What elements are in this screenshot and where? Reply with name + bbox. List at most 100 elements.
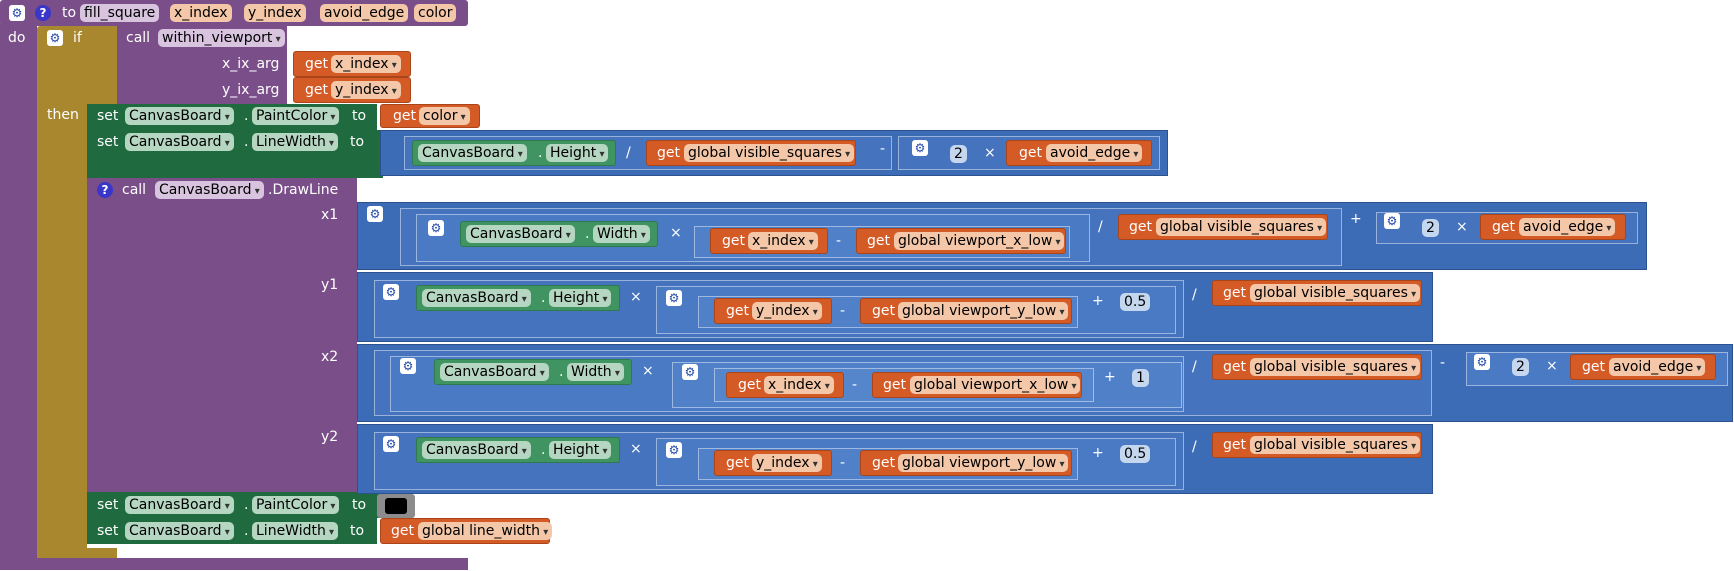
component-dropdown[interactable]: CanvasBoard (466, 225, 575, 243)
get-label: get (1582, 359, 1605, 375)
divide-operator: / (1098, 219, 1103, 235)
color-dropdown[interactable]: color (419, 107, 470, 125)
get-label: get (305, 82, 328, 98)
property-dropdown[interactable]: LineWidth (252, 522, 339, 540)
global-var-dropdown[interactable]: global viewport_y_low (898, 454, 1069, 472)
black-color-swatch[interactable] (385, 498, 407, 514)
drawline-component-dropdown[interactable]: CanvasBoard (155, 181, 264, 199)
number-field[interactable]: 2 (950, 145, 967, 163)
drawline-call-block[interactable] (87, 178, 357, 492)
component-dropdown[interactable]: CanvasBoard (125, 133, 234, 151)
procedure-help-icon[interactable]: ? (35, 5, 51, 21)
avoid-edge-dropdown[interactable]: avoid_edge (1609, 358, 1706, 376)
property-dropdown[interactable]: Height (546, 144, 609, 162)
avoid-edge-dropdown[interactable]: avoid_edge (1046, 144, 1143, 162)
dot-label: . (541, 442, 546, 458)
multiply-mutator-gear-icon[interactable]: ⚙ (1384, 213, 1400, 229)
multiply-mutator-gear-icon[interactable]: ⚙ (912, 140, 928, 156)
set-label: set (97, 497, 119, 513)
global-var-dropdown[interactable]: global viewport_x_low (910, 376, 1081, 394)
x-ix-arg-label: x_ix_arg (222, 56, 280, 72)
component-dropdown[interactable]: CanvasBoard (125, 522, 234, 540)
y1-arg-label: y1 (321, 277, 339, 293)
property-dropdown[interactable]: Width (567, 363, 624, 381)
x2-arg-label: x2 (321, 349, 339, 365)
param-avoid-edge[interactable]: avoid_edge (320, 4, 409, 22)
get-label: get (726, 303, 749, 319)
divide-operator: / (1192, 287, 1197, 303)
multiply-operator: × (1456, 219, 1468, 235)
property-dropdown[interactable]: Height (549, 289, 612, 307)
x-index-dropdown[interactable]: x_index (748, 232, 818, 250)
get-label: get (722, 233, 745, 249)
y-index-dropdown[interactable]: y_index (752, 454, 822, 472)
component-dropdown[interactable]: CanvasBoard (422, 441, 531, 459)
call-label: call (122, 182, 147, 198)
multiply-operator: × (1546, 358, 1558, 374)
divide-operator: / (1192, 359, 1197, 375)
param-x-index[interactable]: x_index (170, 4, 232, 22)
add-mutator-gear-icon[interactable]: ⚙ (367, 206, 383, 222)
to-label: to (352, 497, 367, 513)
multiply-operator: × (630, 441, 642, 457)
plus-operator: + (1104, 369, 1116, 385)
y-index-dropdown[interactable]: y_index (752, 302, 822, 320)
avoid-edge-dropdown[interactable]: avoid_edge (1519, 218, 1616, 236)
set-label: set (97, 108, 119, 124)
add-mutator-gear-icon[interactable]: ⚙ (666, 442, 682, 458)
global-var-dropdown[interactable]: global viewport_y_low (898, 302, 1069, 320)
global-var-dropdown[interactable]: global visible_squares (684, 144, 855, 162)
get-label: get (867, 233, 890, 249)
number-field[interactable]: 1 (1132, 369, 1149, 387)
global-var-dropdown[interactable]: global visible_squares (1250, 358, 1421, 376)
number-field[interactable]: 2 (1422, 219, 1439, 237)
number-field[interactable]: 0.5 (1120, 445, 1151, 463)
dot-label: . (244, 497, 249, 513)
property-dropdown[interactable]: PaintColor (252, 107, 340, 125)
number-field[interactable]: 2 (1512, 358, 1529, 376)
x-index-dropdown[interactable]: x_index (331, 55, 401, 73)
global-var-dropdown[interactable]: global viewport_x_low (894, 232, 1065, 250)
if-label: if (73, 30, 82, 46)
dot-label: . (538, 145, 543, 161)
minus-operator: - (840, 303, 846, 319)
multiply-mutator-gear-icon[interactable]: ⚙ (383, 436, 399, 452)
get-label: get (657, 145, 680, 161)
get-label: get (738, 377, 761, 393)
component-dropdown[interactable]: CanvasBoard (125, 107, 234, 125)
property-dropdown[interactable]: PaintColor (252, 496, 340, 514)
minus-operator: - (1440, 355, 1446, 371)
dot-label: . (541, 290, 546, 306)
within-viewport-dropdown[interactable]: within_viewport (158, 29, 285, 47)
get-label: get (1223, 437, 1246, 453)
multiply-mutator-gear-icon[interactable]: ⚙ (1474, 354, 1490, 370)
global-var-dropdown[interactable]: global line_width (418, 522, 553, 540)
minus-operator: - (836, 233, 842, 249)
multiply-mutator-gear-icon[interactable]: ⚙ (383, 284, 399, 300)
procedure-mutator-gear-icon[interactable]: ⚙ (9, 5, 25, 21)
component-dropdown[interactable]: CanvasBoard (418, 144, 527, 162)
y-index-dropdown[interactable]: y_index (331, 81, 401, 99)
multiply-mutator-gear-icon[interactable]: ⚙ (428, 220, 444, 236)
procedure-name-field[interactable]: fill_square (80, 4, 160, 22)
property-dropdown[interactable]: Height (549, 441, 612, 459)
global-var-dropdown[interactable]: global visible_squares (1156, 218, 1327, 236)
component-dropdown[interactable]: CanvasBoard (440, 363, 549, 381)
if-mutator-gear-icon[interactable]: ⚙ (47, 30, 63, 46)
property-dropdown[interactable]: Width (593, 225, 650, 243)
property-dropdown[interactable]: LineWidth (252, 133, 339, 151)
x-index-dropdown[interactable]: x_index (764, 376, 834, 394)
component-dropdown[interactable]: CanvasBoard (422, 289, 531, 307)
add-mutator-gear-icon[interactable]: ⚙ (682, 364, 698, 380)
component-dropdown[interactable]: CanvasBoard (125, 496, 234, 514)
if-block-spine (37, 100, 87, 554)
global-var-dropdown[interactable]: global visible_squares (1250, 284, 1421, 302)
param-color[interactable]: color (414, 4, 457, 22)
drawline-help-icon[interactable]: ? (97, 182, 113, 198)
multiply-mutator-gear-icon[interactable]: ⚙ (400, 358, 416, 374)
add-mutator-gear-icon[interactable]: ⚙ (666, 290, 682, 306)
get-label: get (883, 377, 906, 393)
number-field[interactable]: 0.5 (1120, 293, 1151, 311)
global-var-dropdown[interactable]: global visible_squares (1250, 436, 1421, 454)
param-y-index[interactable]: y_index (244, 4, 306, 22)
